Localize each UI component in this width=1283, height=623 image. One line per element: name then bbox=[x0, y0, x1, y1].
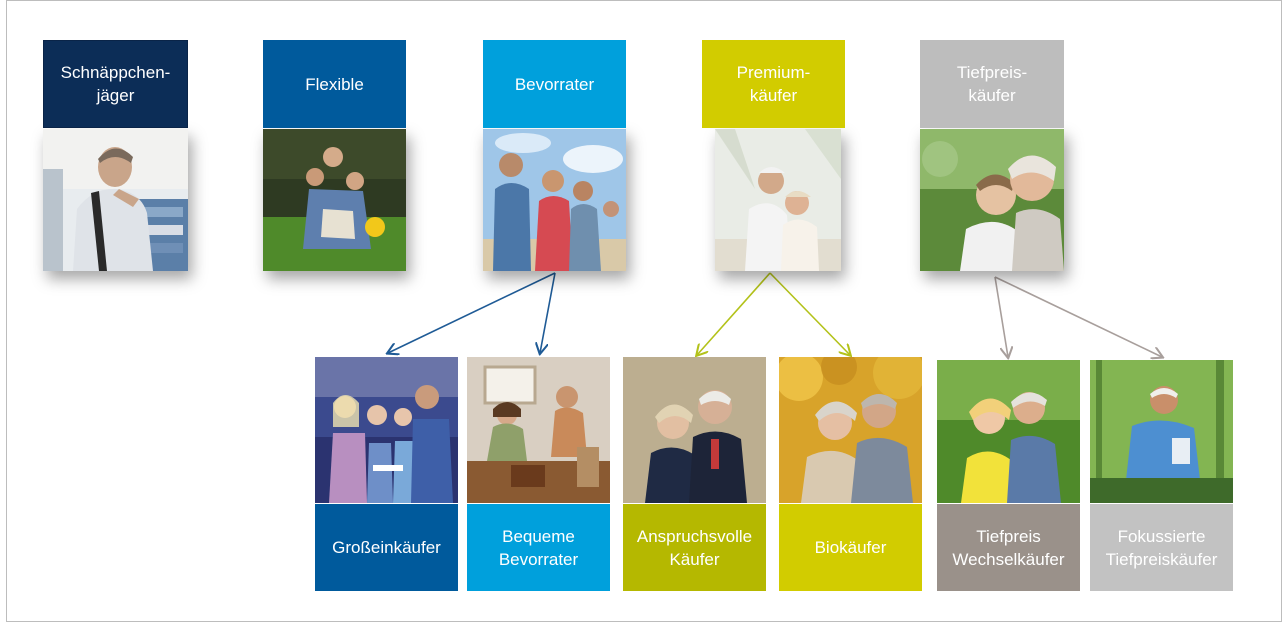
arrow-bevorrater-bequeme bbox=[540, 272, 556, 353]
family-photo bbox=[263, 129, 406, 271]
segment-label-bevorrater: Bevorrater bbox=[483, 40, 626, 128]
seniors-autumn-photo bbox=[779, 357, 922, 503]
elderly-couple-photo bbox=[623, 357, 766, 503]
friends-photo bbox=[483, 129, 626, 271]
segment-label-flexible: Flexible bbox=[263, 40, 406, 128]
arrow-bevorrater-grosseinkaeufer bbox=[388, 272, 556, 353]
segment-label-schnaeppchenjaeger: Schnäppchen-jäger bbox=[43, 40, 188, 128]
arrow-premium-biokaeufer bbox=[769, 272, 850, 355]
arrow-tiefpreis-wechsel bbox=[994, 276, 1008, 357]
arrow-premium-anspruchsvolle bbox=[697, 272, 771, 355]
arrow-tiefpreis-fokussierte bbox=[994, 276, 1162, 357]
couple-moving-photo bbox=[467, 357, 610, 503]
segment-label-tiefpreiskaeufer: Tiefpreis-käufer bbox=[920, 40, 1064, 128]
subsegment-label-grosseinkaeufer: Großeinkäufer bbox=[315, 504, 458, 591]
grandparent-photo bbox=[920, 129, 1064, 271]
big-family-photo bbox=[315, 357, 458, 503]
diagram-frame bbox=[6, 0, 1282, 622]
shopper-photo bbox=[43, 129, 188, 271]
senior-tablet-photo bbox=[1090, 360, 1233, 503]
segment-label-premiumkaeufer: Premium-käufer bbox=[702, 40, 845, 128]
couple-meadow-photo bbox=[937, 360, 1080, 503]
seniors-beach-photo bbox=[715, 129, 841, 271]
subsegment-label-biokaeufer: Biokäufer bbox=[779, 504, 922, 591]
